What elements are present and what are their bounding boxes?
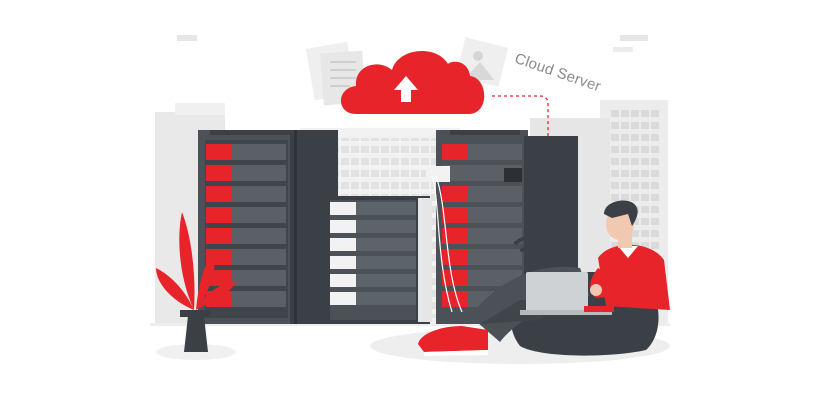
cloud-upload-icon: [341, 51, 485, 114]
connection-line: [492, 95, 549, 180]
wifi-icon: [514, 235, 548, 259]
laptop-icon: [520, 272, 614, 315]
server-slots-left: [206, 144, 286, 307]
server-rack-center: [326, 196, 432, 324]
cables: [431, 175, 463, 313]
plant-icon: [156, 212, 236, 360]
